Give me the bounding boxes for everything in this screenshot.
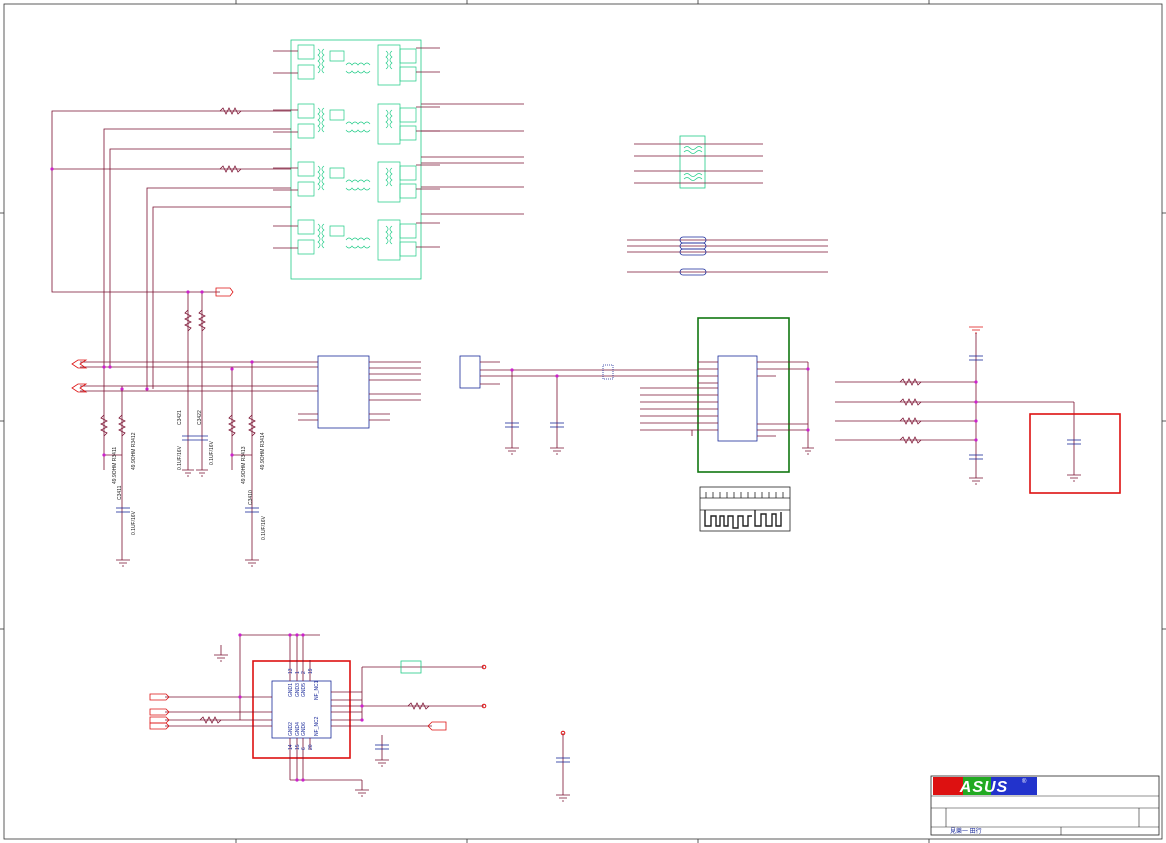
red-highlight-box-right: [1029, 413, 1121, 494]
termination-network: [71, 292, 318, 567]
r3412-label: 49.9OHM R3412: [131, 432, 137, 470]
ic-name-gnd6: GND6: [301, 722, 307, 736]
ic-pin-2: 2: [301, 671, 307, 674]
asus-logo: ASUS ®: [933, 777, 1037, 796]
right-resistor-network: [835, 326, 1081, 485]
registered-mark: ®: [1022, 778, 1027, 785]
r3411-label: 49.9OHM R3411: [112, 447, 118, 484]
lan-transformer-block: [273, 39, 440, 280]
c3421-label: C3421: [177, 410, 183, 425]
top-right-filter-network: [627, 135, 828, 276]
ic-name-gnd1: GND1: [288, 683, 294, 697]
junction-dots-right: [974, 380, 978, 442]
asus-logo-text: ASUS: [959, 779, 1008, 796]
junction-dots-center: [510, 368, 559, 378]
r3413-label: 49.9OHM R3413: [241, 446, 247, 484]
junction-dots-left: [50, 167, 254, 457]
c3422-label: C3422: [197, 410, 203, 425]
ic-pin-1: 1: [295, 671, 301, 674]
left-bus-wires: [51, 103, 524, 389]
ic-pin-14: 14: [288, 744, 294, 750]
transformer-cell: [297, 161, 417, 203]
component-labels-left: 49.9OHM R3411 49.9OHM R3412 49.9OHM R341…: [112, 410, 267, 540]
green-highlight-box: [640, 317, 814, 473]
ic-pin-6: 6: [301, 747, 307, 750]
transformer-cell: [297, 219, 417, 261]
center-filter: [459, 355, 698, 455]
ic-pin-19: 19: [308, 668, 314, 674]
ic-name-gnd5: GND5: [301, 683, 307, 697]
ic-name-nfnc1: NF_NC1: [314, 680, 320, 700]
c3410-value: 0.1UF/16V: [261, 515, 267, 540]
transformer-cell: [297, 44, 417, 86]
r3414-label: 49.9OHM R3414: [260, 432, 266, 470]
c3421-value: 0.1UF/16V: [177, 445, 183, 470]
ic-pin-20: 20: [308, 744, 314, 750]
hub-ic: [298, 355, 421, 429]
bottom-ic-block: 13 1 2 19 14 15 6 20 GND1 GND3 GND5 NF_N…: [149, 633, 570, 802]
c3411-label: C3411: [117, 485, 123, 500]
junction-dots-green: [806, 367, 810, 432]
ic-pin-15: 15: [295, 744, 301, 750]
transformer-cell: [297, 103, 417, 145]
title-block: ASUS ® 見樂一 田行: [930, 775, 1160, 836]
c3410-label: C3410: [248, 490, 254, 505]
ic-name-nfnc2: NF_NC2: [314, 716, 320, 736]
ic-name-gnd4: GND4: [295, 722, 301, 736]
c3422-value: 0.1UF/16V: [209, 440, 215, 465]
title-footer-text: 見樂一 田行: [950, 827, 982, 835]
connector-footprint: [699, 486, 791, 532]
ic-name-gnd2: GND2: [288, 722, 294, 736]
c3411-value: 0.1UF/16V: [131, 510, 137, 535]
page-frame: [3, 3, 1163, 840]
ic-pin-13: 13: [288, 668, 294, 674]
ic-name-gnd3: GND3: [295, 683, 301, 697]
